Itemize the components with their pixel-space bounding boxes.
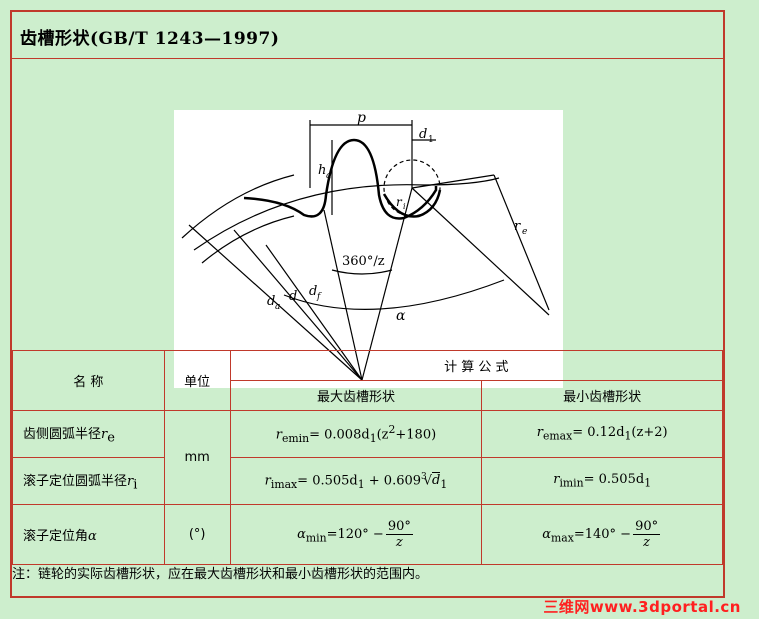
label-d1: d [419,127,427,142]
formula-table: 名 称 单位 计 算 公 式 最大齿槽形状 最小齿槽形状 齿侧圆弧半径re mm… [12,350,724,565]
label-ri-sub: i [403,202,406,211]
formula-max: αmin=120° −90°z [229,504,483,565]
formula-max: rimax= 0.505d1 + 0.6093√d1 [229,457,483,505]
row-unit: mm [163,410,231,505]
re-line [411,187,550,316]
formula-max: remin= 0.008d1(z2+180) [229,410,483,458]
pitch-arc [193,177,500,251]
radial-angle-right [361,187,413,381]
header-min-shape: 最小齿槽形状 [481,380,723,411]
table-frame: 齿槽形状(GB/T 1243—1997) [10,10,725,598]
table-row: 齿侧圆弧半径re mm remin= 0.008d1(z2+180) remax… [12,410,723,505]
label-re: r [514,219,521,234]
label-angle: 360°/z [342,254,385,269]
formula-min: rimin= 0.505d1 [481,457,723,505]
formula-min: αmax=140° −90°z [481,504,723,565]
header-max-shape: 最大齿槽形状 [229,380,483,411]
label-df: d [309,284,317,299]
row-unit: (°) [163,504,231,565]
label-da: d [267,294,275,309]
table-row: 滚子定位圆弧半径ri rimax= 0.505d1 + 0.6093√d1 ri… [12,457,723,505]
row-name: 齿侧圆弧半径re [12,410,165,458]
angle-arc [331,269,393,275]
footnote: 注：链轮的实际齿槽形状，应在最大齿槽形状和最小齿槽形状的范围内。 [12,567,429,582]
header-name: 名 称 [12,350,165,411]
header-formula: 计 算 公 式 [229,350,724,381]
watermark: 三维网www.3dportal.cn [543,598,741,616]
label-alpha: α [396,308,406,324]
re-top [411,174,495,189]
label-d: d [289,289,297,304]
label-ha-sub: a [326,171,331,181]
title-row: 齿槽形状(GB/T 1243—1997) [12,12,723,59]
label-df-sub: f [316,292,322,302]
table-row: 滚子定位角α (°) αmin=120° −90°z αmax=140° −90… [12,504,723,565]
header-unit: 单位 [163,350,231,411]
label-re-sub: e [522,227,527,237]
page-title: 齿槽形状(GB/T 1243—1997) [20,29,280,49]
label-ri: r [396,195,403,209]
row-name: 滚子定位圆弧半径ri [12,457,165,505]
diagram-row: p d 1 h a r i r e 360°/z d a d d f α [12,58,723,388]
addendum-arc-left [181,174,295,239]
re-dim [493,174,550,311]
label-p: p [357,110,366,126]
formula-min: remax= 0.12d1(z+2) [481,410,723,458]
label-ha: h [318,163,326,178]
sprocket-tooth-diagram: p d 1 h a r i r e 360°/z d a d d f α [174,110,563,388]
diagram-svg: p d 1 h a r i r e 360°/z d a d d f α [181,110,550,381]
alpha-arc [283,279,505,310]
label-d1-sub: 1 [428,135,434,145]
label-da-sub: a [275,302,280,312]
row-name: 滚子定位角α [12,504,165,565]
root-arc-left [201,215,295,264]
right-profile [382,189,442,218]
